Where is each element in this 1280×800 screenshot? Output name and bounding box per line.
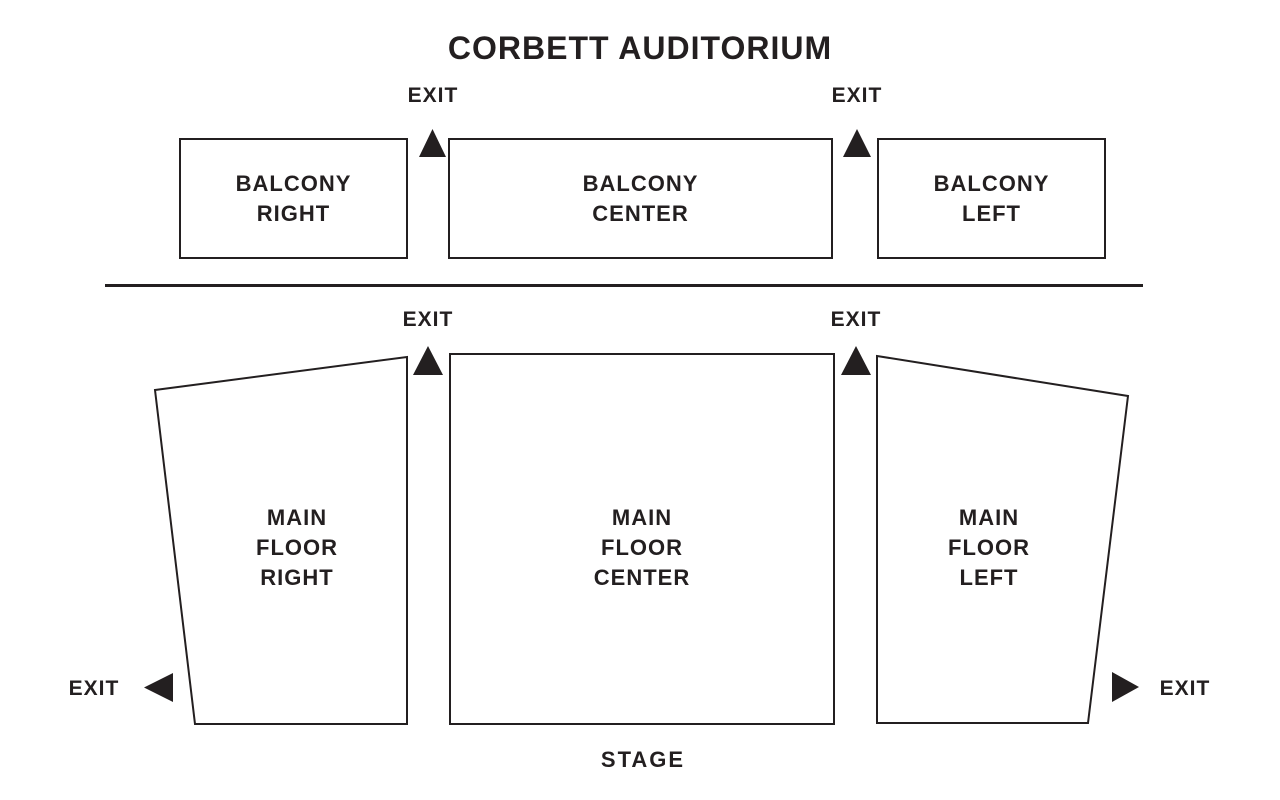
balcony-right-section[interactable]: BALCONY RIGHT [179,138,408,259]
diagram-title: CORBETT AUDITORIUM [447,30,833,66]
main-floor-center-label-line: CENTER [593,565,691,590]
main-floor-right-label-line: MAIN [266,505,328,530]
main-floor-center-label: MAIN FLOOR CENTER [562,503,722,593]
main-floor-right-label: MAIN FLOOR RIGHT [217,503,377,593]
up-arrow-icon [843,129,871,157]
left-arrow-icon [144,673,173,702]
main-floor-center-section[interactable] [449,353,835,725]
main-floor-left-label-line: LEFT [959,565,1019,590]
up-arrow-icon [419,129,446,157]
exit-label-floor-left: EXIT [68,677,120,700]
exit-label-floor-right: EXIT [1159,677,1211,700]
main-floor-left-label-line: MAIN [958,505,1020,530]
main-floor-center-label-line: MAIN [611,505,673,530]
up-arrow-icon [841,346,871,375]
exit-label-mid-left: EXIT [402,308,454,331]
balcony-center-section[interactable]: BALCONY CENTER [448,138,833,259]
right-arrow-icon [1112,672,1139,702]
exit-label-top-right: EXIT [831,84,883,107]
balcony-center-label-line: BALCONY [582,170,699,196]
balcony-right-label-line: BALCONY [235,170,352,196]
main-floor-left-label: MAIN FLOOR LEFT [909,503,1069,593]
up-arrow-icon [413,346,443,375]
level-divider-line [105,284,1143,287]
balcony-left-label-line: LEFT [962,200,1021,226]
stage-label: STAGE [600,747,686,772]
main-floor-center-label-line: FLOOR [601,535,683,560]
balcony-center-label-line: CENTER [592,200,689,226]
exit-label-top-left: EXIT [407,84,459,107]
balcony-left-section[interactable]: BALCONY LEFT [877,138,1106,259]
main-floor-right-label-line: FLOOR [256,535,338,560]
main-floor-left-section[interactable] [876,354,1130,724]
main-floor-right-label-line: RIGHT [260,565,334,590]
main-floor-right-section[interactable] [153,355,408,725]
main-floor-left-label-line: FLOOR [948,535,1030,560]
balcony-left-label-line: BALCONY [933,170,1050,196]
exit-label-mid-right: EXIT [830,308,882,331]
balcony-right-label-line: RIGHT [256,200,331,226]
